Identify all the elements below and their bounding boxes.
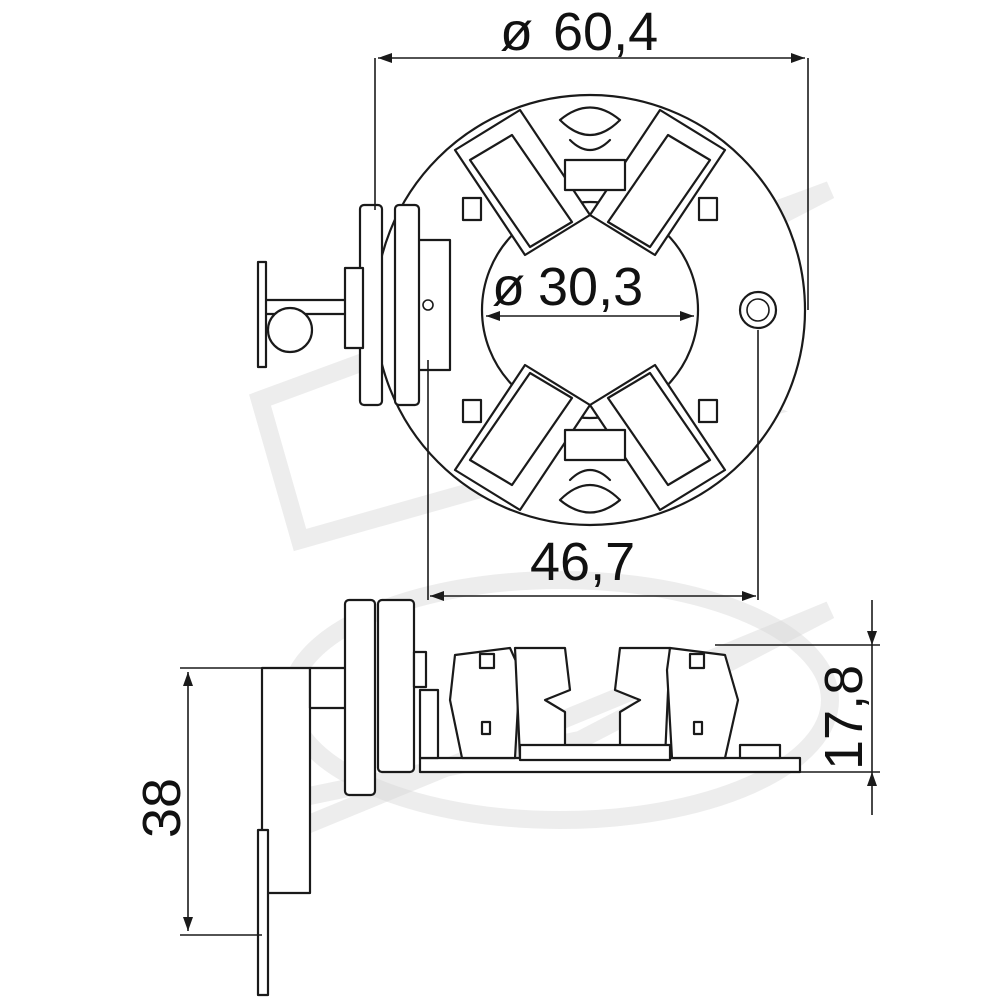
brush-holder-upper-left	[453, 108, 592, 257]
dimension-bracket-height: 38	[132, 667, 262, 936]
dimension-outer-diameter: ø 60,4	[374, 2, 809, 310]
outer-diameter-value: 60,4	[553, 2, 658, 62]
height-value: 17,8	[814, 665, 874, 770]
side-view	[256, 598, 802, 997]
mounting-hole	[738, 290, 778, 330]
side-holder-right	[665, 646, 740, 760]
inner-bore	[480, 200, 700, 420]
spring-clip-top	[558, 106, 627, 192]
terminal-connector	[256, 203, 452, 407]
bracket-height-value: 38	[132, 778, 192, 838]
inner-diameter-symbol: ø	[492, 257, 525, 317]
mounting-bracket	[260, 666, 312, 895]
top-view	[256, 93, 807, 527]
dimension-mount-width: 46,7	[427, 330, 759, 601]
dimension-height: 17,8	[715, 600, 880, 815]
outer-diameter-symbol: ø	[500, 2, 533, 62]
spring-clip-bottom	[558, 428, 627, 514]
dimension-inner-diameter: ø 30,3	[486, 257, 694, 321]
side-holder-left	[448, 646, 522, 760]
brush-holder-upper-right	[588, 108, 727, 257]
inner-diameter-value: 30,3	[538, 257, 643, 317]
side-holder-center-left	[513, 646, 572, 760]
brush-holder-lower-right	[588, 363, 727, 512]
mount-width-value: 46,7	[530, 532, 635, 592]
